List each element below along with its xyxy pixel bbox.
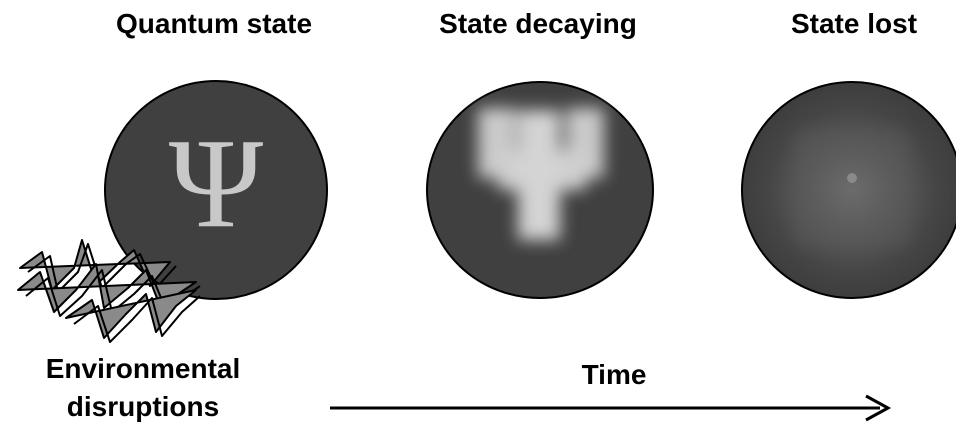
sphere-quantum-state: Ψ bbox=[105, 81, 327, 299]
label-time: Time bbox=[582, 356, 647, 394]
label-env-line1: Environmental bbox=[46, 350, 240, 388]
time-arrow bbox=[330, 396, 888, 420]
sphere-state-lost bbox=[742, 82, 956, 298]
label-env-line2: disruptions bbox=[46, 388, 240, 426]
psi-symbol: Ψ bbox=[169, 112, 264, 254]
sphere-state-decaying bbox=[427, 82, 653, 298]
label-environmental-disruptions: Environmental disruptions bbox=[46, 350, 240, 426]
